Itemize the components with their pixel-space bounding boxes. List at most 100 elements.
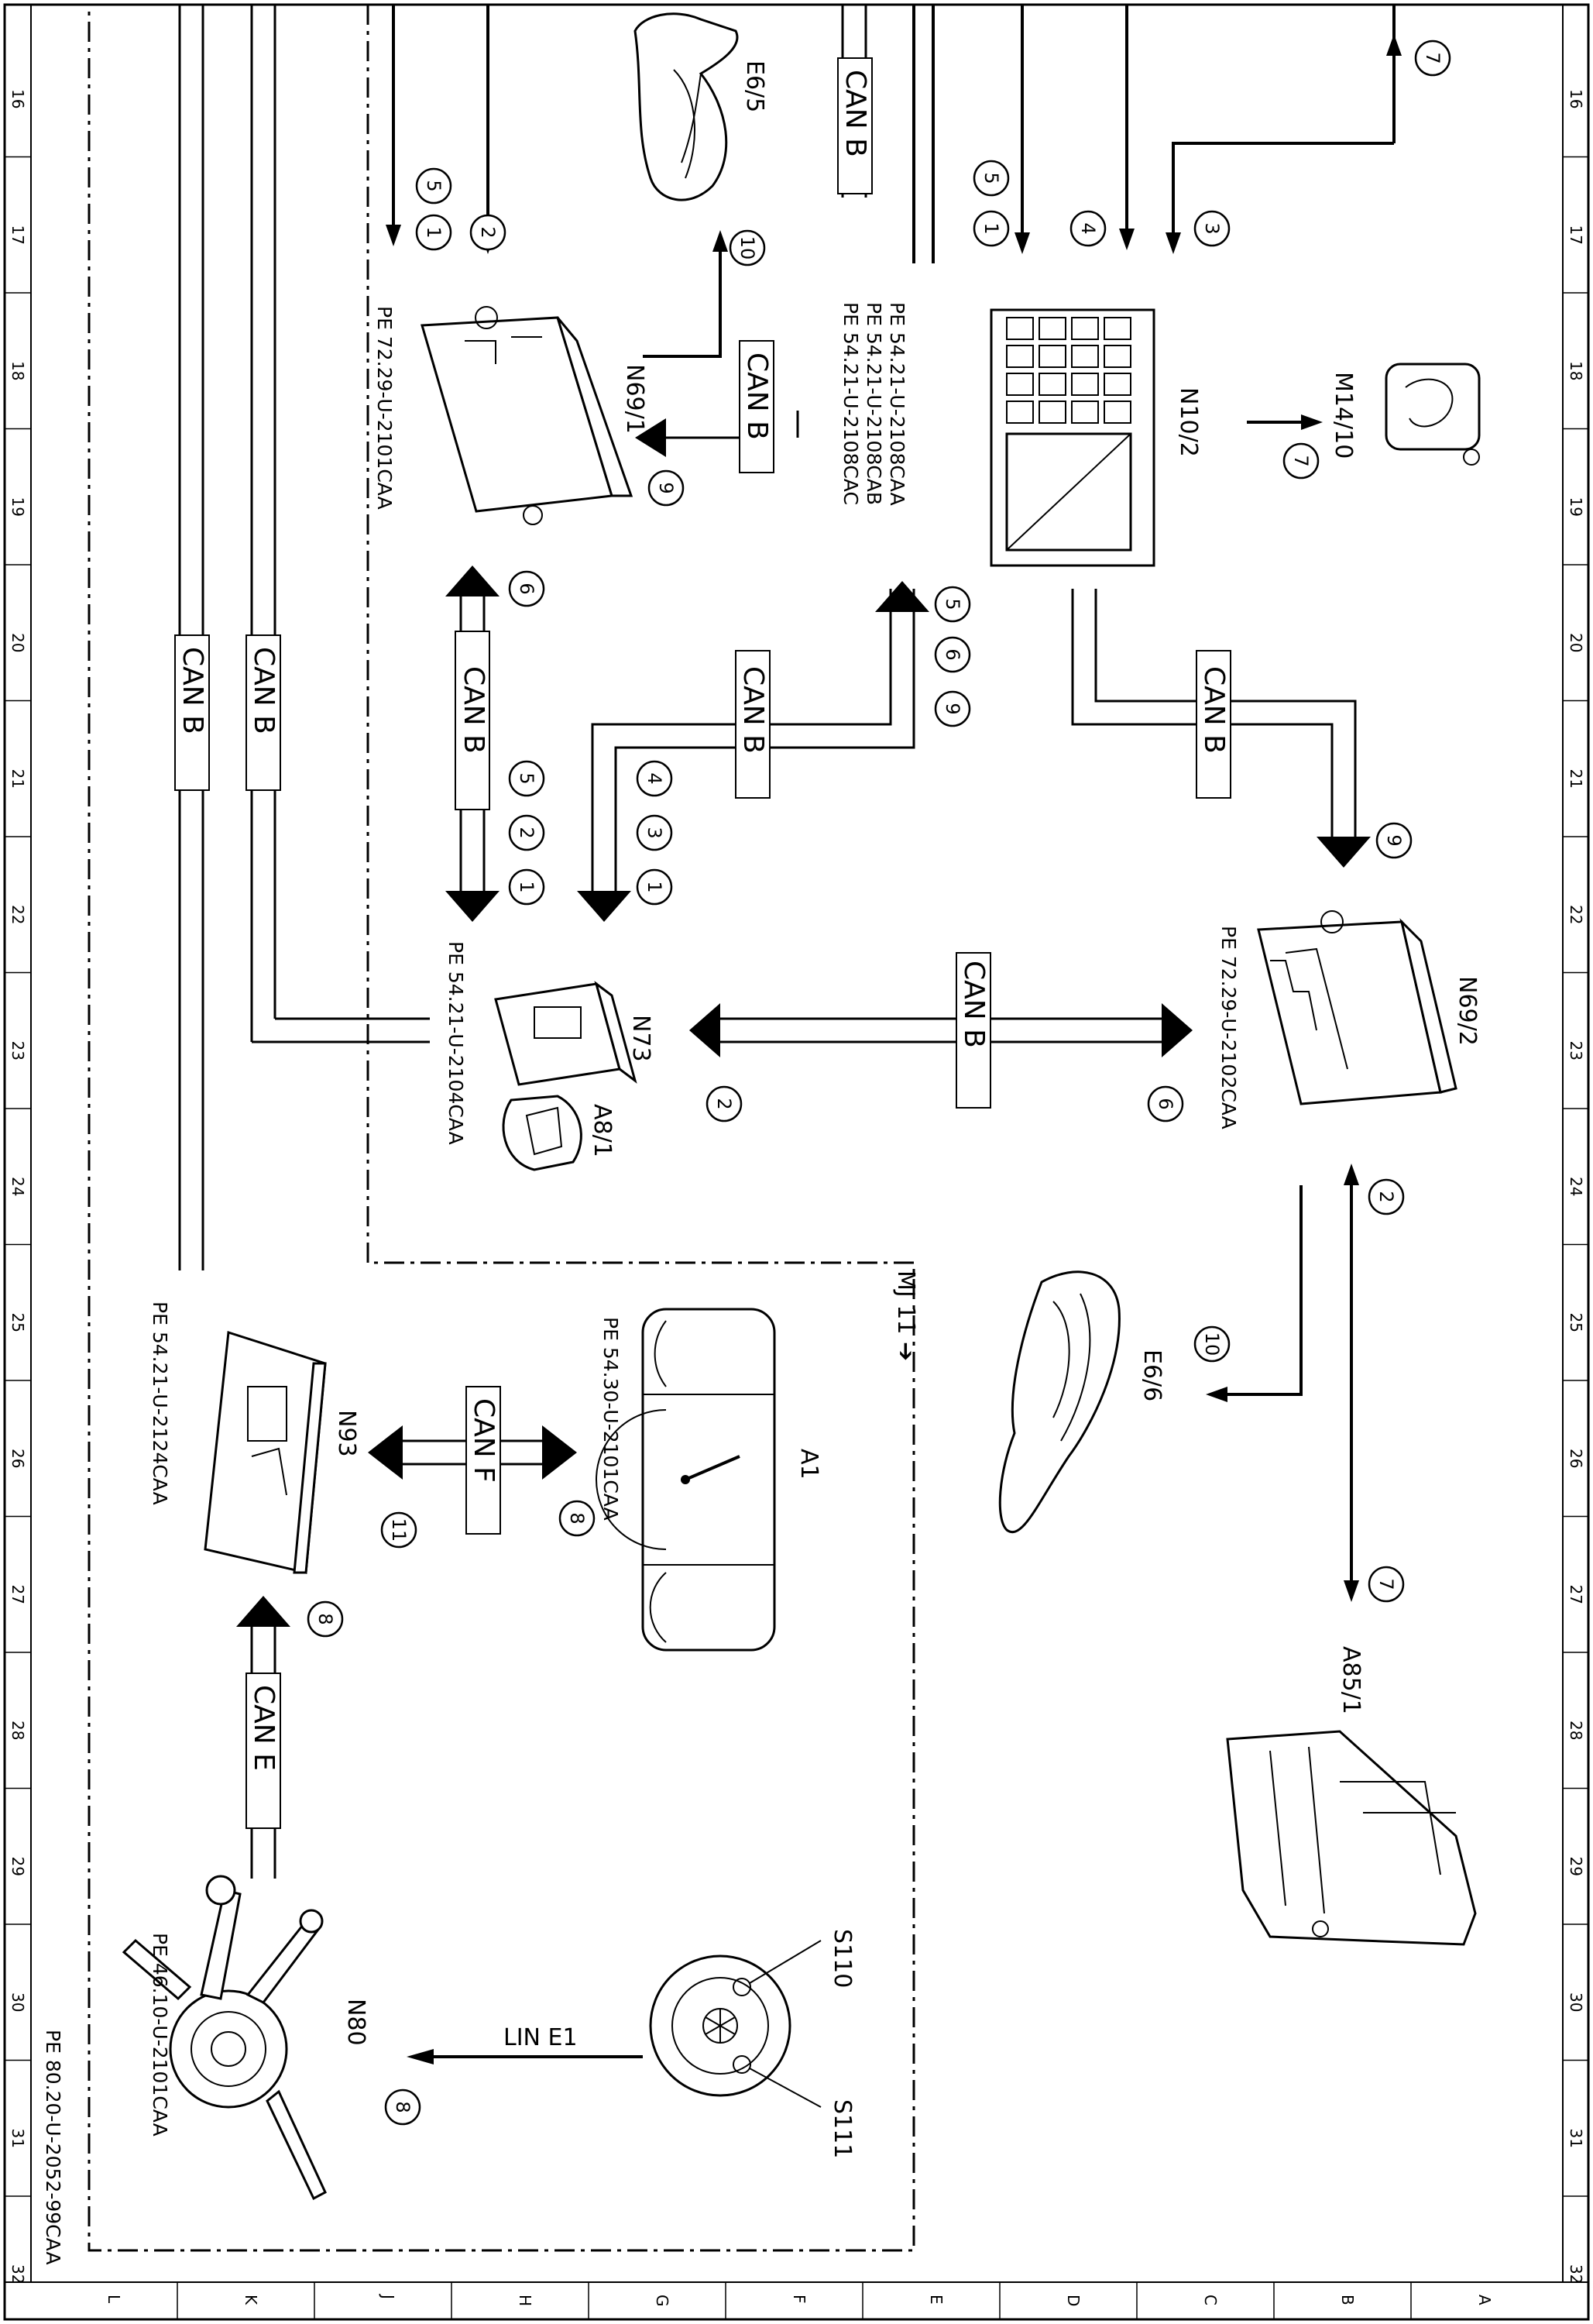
column-label-left: 29 [9,1857,27,1876]
svg-text:CAN B: CAN B [458,666,489,754]
bus-label-can-b-3: CAN B [455,631,490,810]
svg-text:7: 7 [1290,455,1312,466]
component-m14-10: M14/10 [1330,372,1357,459]
column-label-left: 26 [9,1449,27,1468]
callout-c25: 2 [1368,1178,1405,1215]
top-lines [178,5,1396,1270]
bus-label-can-f: CAN F [465,1386,501,1535]
callout-c18: 1 [636,868,673,906]
svg-text:4: 4 [644,772,665,784]
svg-text:6: 6 [942,648,963,660]
callout-c15: 6 [508,570,545,607]
column-label-right: 26 [1567,1449,1585,1468]
ref-n73: PE 54.21-U-2104CAA [445,941,467,1145]
control-unit-n69-2-symbol [1257,910,1457,1105]
svg-text:9: 9 [655,482,677,493]
ref-a1: PE 54.30-U-2101CAA [599,1317,622,1521]
bus-label-can-b-5: CAN B [1196,650,1231,799]
bus-label-can-b-1: CAN B [837,57,873,194]
column-label-left: 25 [9,1313,27,1332]
svg-text:3: 3 [1201,222,1223,234]
svg-text:5: 5 [516,772,537,784]
column-label-left: 32 [9,2264,27,2284]
component-s110: S110 [829,1929,856,1988]
svg-text:CAN B: CAN B [248,647,280,734]
svg-text:7: 7 [1375,1578,1397,1590]
callout-c23: 2 [706,1085,743,1122]
svg-text:1: 1 [644,881,665,892]
svg-text:9: 9 [1383,834,1405,846]
callout-c28: 8 [558,1500,596,1537]
row-label: E [927,2295,946,2305]
callout-c21: 1 [508,868,545,906]
column-label-left: 22 [9,905,27,924]
bus-label-can-b-2: CAN B [739,340,774,473]
svg-text:2: 2 [1375,1191,1397,1202]
callout-c29: 11 [380,1511,417,1549]
column-label-right: 22 [1567,905,1585,924]
svg-text:2: 2 [516,827,537,838]
control-unit-n93-symbol [204,1331,327,1574]
callout-c08: 7 [1414,40,1451,77]
column-label-left: 21 [9,769,27,789]
svg-text:8: 8 [314,1613,336,1624]
column-label-left: 28 [9,1721,27,1740]
svg-text:4: 4 [1077,222,1099,234]
key-a8-1-symbol [502,1095,582,1171]
region-border [88,5,915,2252]
bus-label-can-b-6: CAN B [245,634,281,791]
svg-text:CAN B: CAN B [737,666,769,754]
row-label: J [379,2293,397,2299]
row-label: F [790,2295,809,2304]
component-a85-1: A85/1 [1337,1646,1365,1714]
component-a8-1: A8/1 [589,1104,616,1157]
svg-text:5: 5 [942,598,963,610]
column-label-left: 20 [9,633,27,652]
component-e6-6: E6/6 [1138,1349,1166,1401]
row-label: H [516,2295,534,2306]
column-label-left: 23 [9,1041,27,1061]
column-label-right: 32 [1567,2264,1585,2284]
svg-text:11: 11 [388,1518,410,1542]
component-a1: A1 [795,1449,822,1480]
callout-c22: 9 [1375,822,1413,859]
row-label: A [1475,2295,1494,2305]
component-n93: N93 [333,1410,360,1457]
svg-text:CAN B: CAN B [177,647,208,734]
svg-text:5: 5 [423,180,445,191]
callout-c11: 9 [647,469,685,507]
callout-c01: 5 [415,167,452,205]
callout-c19: 5 [508,760,545,797]
component-e6-5: E6/5 [741,60,768,112]
callout-c24: 6 [1147,1085,1184,1122]
callout-c26: 10 [1193,1325,1231,1363]
callout-c12: 5 [934,586,971,623]
ref-n69-1: PE 72.29-U-2101CAA [373,306,396,510]
bus-label-lin-e1: LIN E1 [503,2024,578,2051]
bus-label-can-b-8: CAN B [956,952,991,1109]
callout-c30: 8 [307,1600,344,1638]
document-reference: PE 80.20-U-2052-99CAA [42,2030,64,2265]
callout-c17: 3 [636,814,673,851]
callout-c27: 7 [1368,1566,1405,1603]
component-n73: N73 [627,1015,654,1062]
column-label-left: 18 [9,361,27,380]
column-label-left: 31 [9,2129,27,2148]
ref-n69-2: PE 72.29-U-2102CAA [1217,926,1240,1129]
column-label-left: 30 [9,1992,27,2012]
svg-text:CAN E: CAN E [248,1685,280,1771]
row-label: B [1338,2295,1357,2305]
callout-c07: 3 [1193,210,1231,247]
headlamp-e6-6-symbol [998,1270,1121,1534]
control-unit-n69-1-symbol [421,306,633,525]
steering-wheel-switches-symbol [649,1940,822,2108]
callout-c31: 8 [384,2089,421,2126]
row-label: G [653,2295,671,2307]
headlamp-e6-5-symbol [633,12,739,201]
ref-n10-2-a: PE 54.21-U-2108CAA [886,302,908,506]
svg-text:CAN B: CAN B [1198,666,1230,754]
svg-text:CAN B: CAN B [741,352,773,440]
row-label: C [1201,2295,1220,2305]
